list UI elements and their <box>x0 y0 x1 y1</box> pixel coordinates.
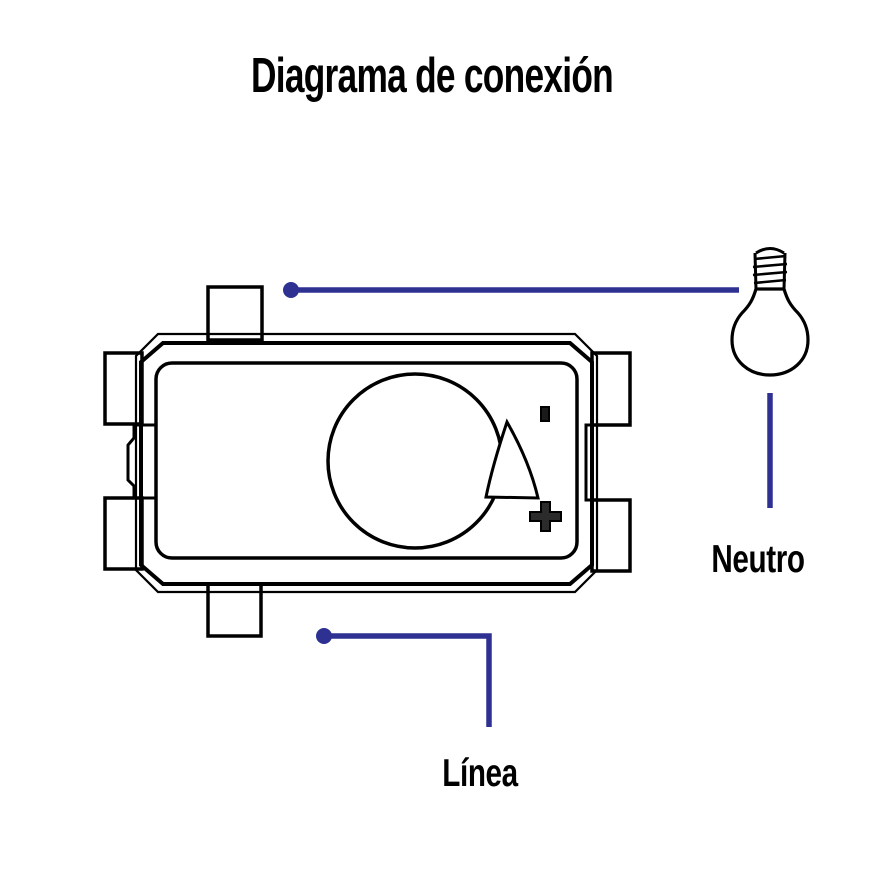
dimmer-device <box>103 285 632 638</box>
line-wire <box>324 633 492 727</box>
dial-max-plus-icon <box>529 501 562 532</box>
device-body-outline-outer <box>134 332 599 594</box>
bulb-thread <box>752 270 788 277</box>
bulb-base-cap <box>755 247 785 255</box>
bulb-globe <box>730 287 810 377</box>
light-bulb-icon <box>730 247 810 377</box>
bulb-thread <box>753 278 787 285</box>
page-title: Diagrama de conexión <box>250 49 614 103</box>
bulb-thread <box>752 262 788 269</box>
neutral-label: Neutro <box>711 538 805 581</box>
right-recess-edge <box>584 423 593 502</box>
wire-junction-dot-line <box>316 628 332 644</box>
wire-junction-dot-neutral <box>283 282 299 298</box>
mounting-tab-right-lower <box>590 498 632 573</box>
device-body-outline-inner <box>139 341 594 586</box>
bulb-thread <box>753 254 787 261</box>
wiring <box>283 282 773 727</box>
line-label: Línea <box>442 752 518 795</box>
dial-min-tick-icon <box>540 406 550 422</box>
left-snap-clip <box>126 423 156 500</box>
mounting-tab-top <box>206 285 264 342</box>
dial-knob <box>326 372 504 550</box>
mounting-tab-right-upper <box>590 351 632 427</box>
dial-intensity-fin <box>484 418 540 500</box>
